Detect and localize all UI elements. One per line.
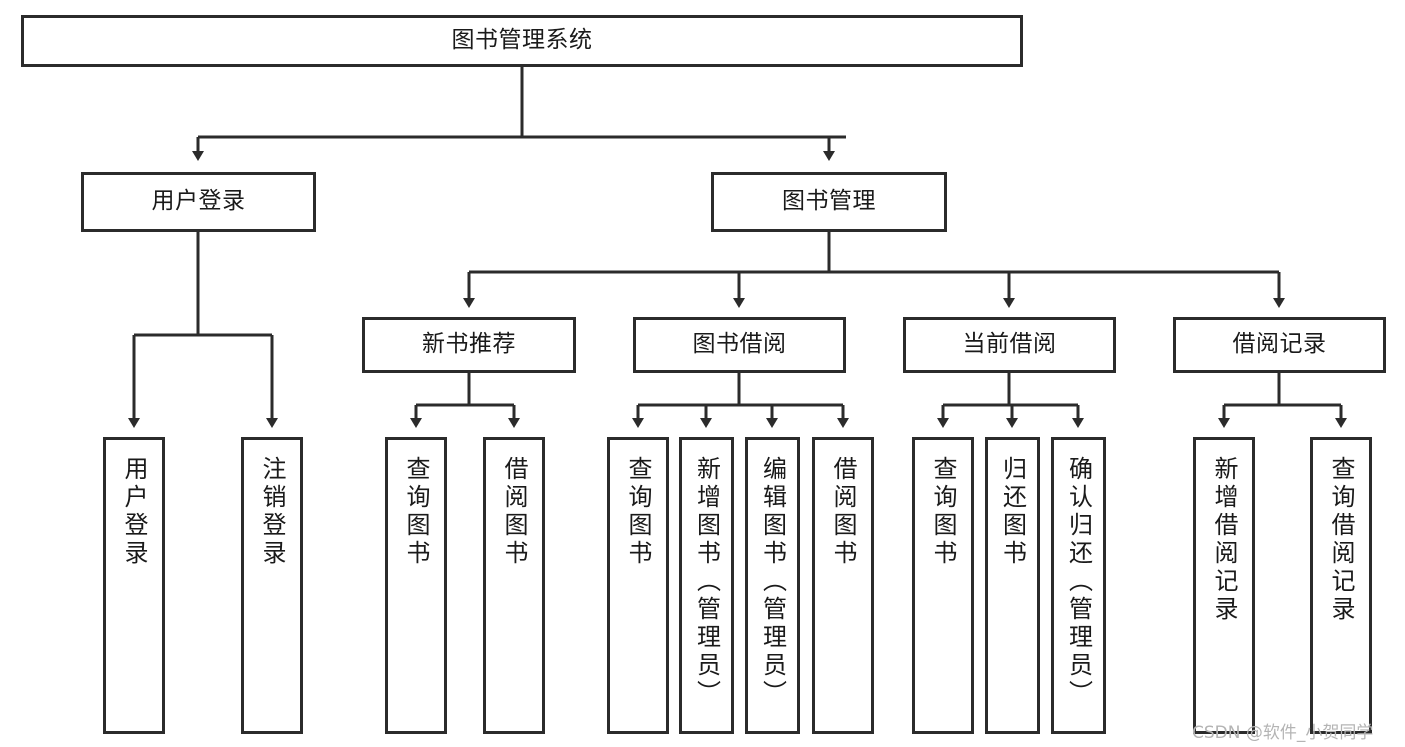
leaf-edit-book-admin-label: 编辑图书（管理员） — [758, 456, 787, 708]
node-book-borrow[interactable]: 图书借阅 — [633, 317, 846, 373]
leaf-add-book-admin-label: 新增图书（管理员） — [692, 456, 721, 708]
node-current-borrow[interactable]: 当前借阅 — [903, 317, 1116, 373]
node-book-borrow-label: 图书借阅 — [692, 331, 787, 358]
leaf-confirm-return-admin[interactable]: 确认归还（管理员） — [1051, 437, 1106, 734]
node-new-book-recommend[interactable]: 新书推荐 — [362, 317, 576, 373]
leaf-add-book-admin[interactable]: 新增图书（管理员） — [679, 437, 734, 734]
leaf-add-borrow-record-label: 新增借阅记录 — [1210, 456, 1238, 624]
leaf-borrow-book-recommend-label: 借阅图书 — [500, 456, 528, 568]
leaf-borrow-book-recommend[interactable]: 借阅图书 — [483, 437, 545, 734]
watermark: CSDN @软件_小贺同学 — [1192, 723, 1374, 743]
node-user-login[interactable]: 用户登录 — [81, 172, 316, 232]
leaf-query-borrow-record[interactable]: 查询借阅记录 — [1310, 437, 1372, 734]
node-book-management-label: 图书管理 — [782, 188, 876, 215]
leaf-query-book-borrow-label: 查询图书 — [624, 456, 652, 568]
leaf-query-book-current-label: 查询图书 — [929, 456, 957, 568]
leaf-borrow-book-borrow[interactable]: 借阅图书 — [812, 437, 874, 734]
leaf-logout[interactable]: 注销登录 — [241, 437, 303, 734]
node-book-management[interactable]: 图书管理 — [711, 172, 947, 232]
leaf-query-book-current[interactable]: 查询图书 — [912, 437, 974, 734]
node-new-book-recommend-label: 新书推荐 — [422, 331, 516, 358]
leaf-return-book-label: 归还图书 — [998, 456, 1027, 568]
node-borrow-record-label: 借阅记录 — [1232, 331, 1327, 358]
leaf-borrow-book-borrow-label: 借阅图书 — [829, 456, 857, 568]
node-user-login-label: 用户登录 — [151, 188, 246, 215]
node-current-borrow-label: 当前借阅 — [962, 331, 1057, 358]
leaf-query-book-borrow[interactable]: 查询图书 — [607, 437, 669, 734]
leaf-add-borrow-record[interactable]: 新增借阅记录 — [1193, 437, 1255, 734]
leaf-logout-label: 注销登录 — [258, 456, 286, 568]
node-root-label: 图书管理系统 — [451, 27, 593, 54]
leaf-edit-book-admin[interactable]: 编辑图书（管理员） — [745, 437, 800, 734]
leaf-query-borrow-record-label: 查询借阅记录 — [1327, 456, 1355, 624]
node-borrow-record[interactable]: 借阅记录 — [1173, 317, 1386, 373]
leaf-confirm-return-admin-label: 确认归还（管理员） — [1064, 456, 1093, 708]
leaf-user-login[interactable]: 用户登录 — [103, 437, 165, 734]
leaf-query-book-recommend[interactable]: 查询图书 — [385, 437, 447, 734]
leaf-user-login-label: 用户登录 — [120, 456, 148, 568]
leaf-query-book-recommend-label: 查询图书 — [402, 456, 430, 568]
leaf-return-book[interactable]: 归还图书 — [985, 437, 1040, 734]
node-root[interactable]: 图书管理系统 — [21, 15, 1023, 67]
